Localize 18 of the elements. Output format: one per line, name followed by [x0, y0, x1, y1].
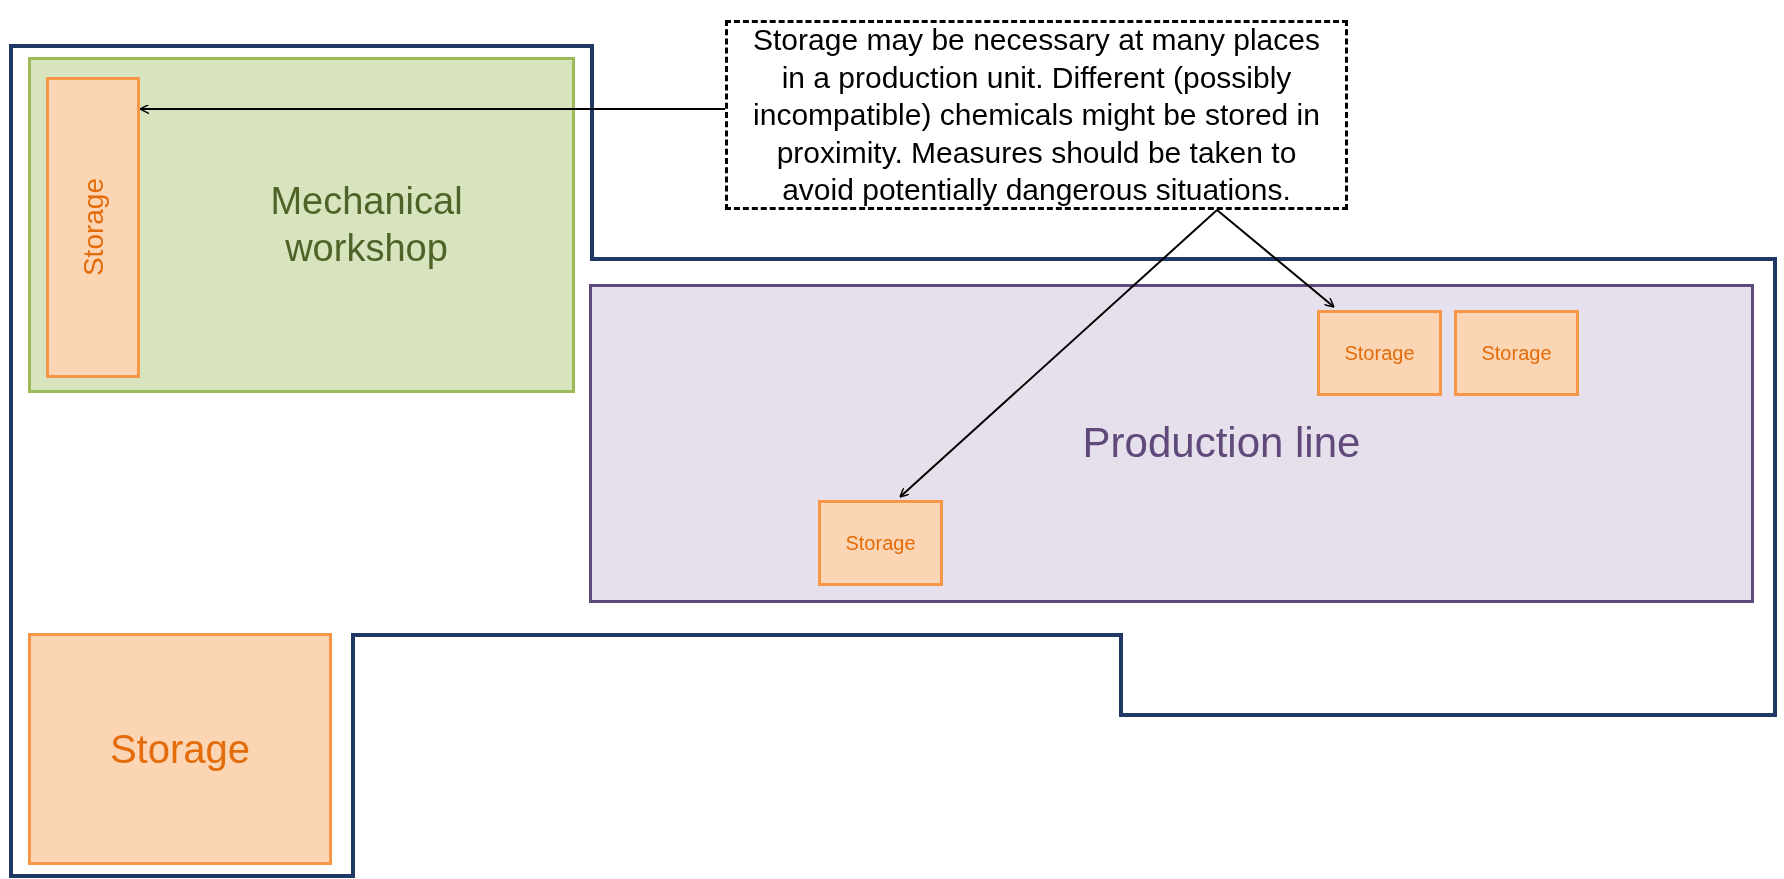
arrow	[1216, 209, 1335, 308]
storage-area	[1454, 310, 1579, 396]
area-label: Storage	[109, 726, 251, 773]
area-label: Mechanical workshop	[269, 178, 464, 271]
area-label: Storage	[1481, 340, 1552, 366]
area-label: Storage	[1344, 340, 1415, 366]
storage-area	[46, 77, 140, 378]
note-text: Storage may be necessary at many places in a production unit. Different (possibly incompatible) chemicals might be stored in proximity. Measures should be taken to avoid potentially dangerous situations.	[752, 22, 1321, 209]
arrow	[139, 103, 726, 115]
workshop-area	[28, 57, 575, 393]
storage-area	[1317, 310, 1442, 396]
storage-area	[28, 633, 332, 865]
storage-area	[818, 500, 943, 586]
arrow	[899, 209, 1218, 498]
area-label: Production line	[1082, 418, 1361, 469]
production-line-area	[589, 284, 1754, 603]
area-label: Storage	[845, 530, 916, 556]
area-label: Storage	[76, 178, 110, 277]
